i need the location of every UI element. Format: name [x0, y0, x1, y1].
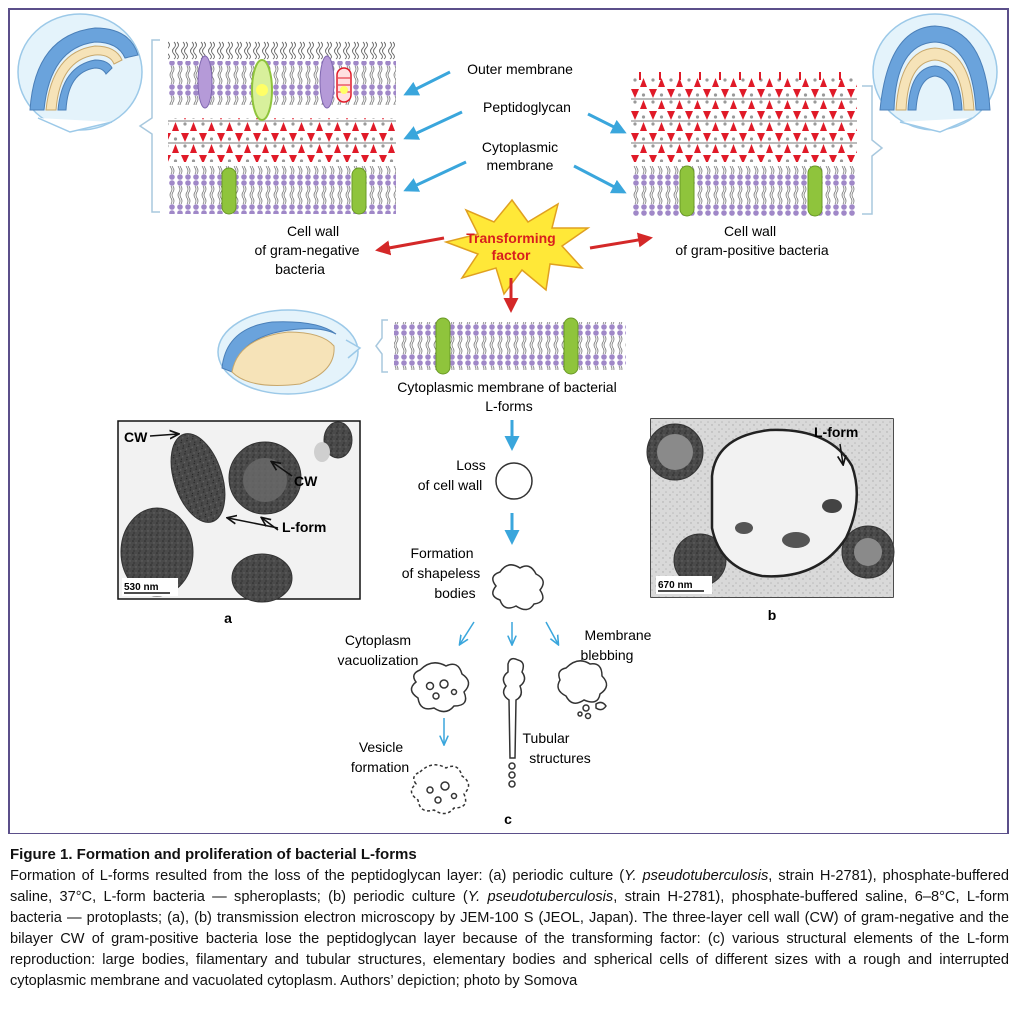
label-lform-membrane-2: L-forms — [485, 398, 532, 414]
label-gram-negative-2: of gram-negative — [254, 242, 359, 258]
micrograph-a-cw-right: CW — [294, 473, 318, 489]
label-gram-positive-2: of gram-positive bacteria — [675, 242, 829, 258]
label-lform-membrane-1: Cytoplasmic membrane of bacterial — [397, 379, 616, 395]
vesicle-body — [410, 764, 470, 815]
transforming-factor-label-2: factor — [492, 247, 531, 263]
thin-arrows — [444, 621, 558, 744]
lform-cell-icon — [217, 309, 362, 395]
bracket-right — [862, 85, 884, 215]
caption-part-2: , strain H-2781), phosphate-buffered sal… — [10, 868, 1009, 905]
label-cytoplasmic-2: membrane — [487, 157, 554, 173]
round-cell — [495, 462, 533, 500]
tubular-structure — [502, 657, 526, 788]
center-arrows — [403, 70, 627, 194]
micrograph-b-scale: 670 nm — [658, 580, 693, 591]
panel-label-b: b — [768, 607, 777, 623]
gram-negative-wall — [168, 41, 396, 215]
label-vesicle-2: formation — [351, 759, 409, 775]
caption-body: Formation of L-forms resulted from the l… — [10, 866, 1009, 992]
label-loss-2: of cell wall — [418, 477, 483, 493]
label-formation-2: of shapeless — [402, 565, 481, 581]
lform-membrane — [394, 317, 626, 375]
transforming-factor-star: Transforming factor — [443, 198, 591, 296]
label-gram-positive-1: Cell wall — [724, 223, 776, 239]
gram-positive-cell-icon — [872, 13, 998, 133]
caption-part-1: Formation of L-forms resulted from the l… — [10, 868, 625, 884]
label-formation-1: Formation — [410, 545, 473, 561]
label-vacuolization-1: Cytoplasm — [345, 632, 411, 648]
shapeless-body — [492, 564, 544, 611]
gram-positive-wall — [631, 72, 857, 217]
bracket-left — [138, 39, 160, 213]
vacuolized-body — [410, 662, 470, 713]
caption-species-b: Y. pseudotuberculosis — [467, 889, 614, 905]
bracket-lform — [375, 319, 388, 373]
micrograph-a-lform: L-form — [282, 519, 326, 535]
label-gram-negative-3: bacteria — [275, 261, 325, 277]
label-tubular-1: Tubular — [523, 730, 570, 746]
label-cytoplasmic-1: Cytoplasmic — [482, 139, 558, 155]
label-outer-membrane: Outer membrane — [467, 61, 573, 77]
red-arrows — [375, 232, 653, 313]
caption-species-a: Y. pseudotuberculosis — [624, 868, 769, 884]
micrograph-b: L-form 670 nm — [646, 418, 895, 598]
micrograph-a-cw-top: CW — [124, 429, 148, 445]
label-vacuolization-2: vacuolization — [338, 652, 419, 668]
label-tubular-2: structures — [529, 750, 590, 766]
micrograph-a: CW CW L-form 530 nm — [117, 420, 361, 603]
label-gram-negative-1: Cell wall — [287, 223, 339, 239]
label-blebbing-1: Membrane — [585, 627, 652, 643]
label-peptidoglycan: Peptidoglycan — [483, 99, 571, 115]
transforming-factor-label-1: Transforming — [466, 230, 555, 246]
panel-label-a: a — [224, 610, 232, 626]
micrograph-a-scale: 530 nm — [124, 582, 159, 593]
panel-label-c: c — [504, 811, 512, 827]
gram-negative-cell-icon — [17, 13, 143, 133]
label-blebbing-2: blebbing — [581, 647, 634, 663]
label-loss-1: Loss — [456, 457, 486, 473]
caption-title: Figure 1. Formation and proliferation of… — [10, 846, 417, 863]
caption-part-3: , strain H-2781), phosphate-buffered sal… — [10, 889, 1009, 989]
blebbing-body — [557, 660, 608, 720]
label-vesicle-1: Vesicle — [359, 739, 404, 755]
micrograph-b-lform: L-form — [814, 424, 858, 440]
label-formation-3: bodies — [434, 585, 475, 601]
figure-diagram: Outer membrane Peptidoglycan Cytoplasmic… — [8, 8, 1009, 834]
